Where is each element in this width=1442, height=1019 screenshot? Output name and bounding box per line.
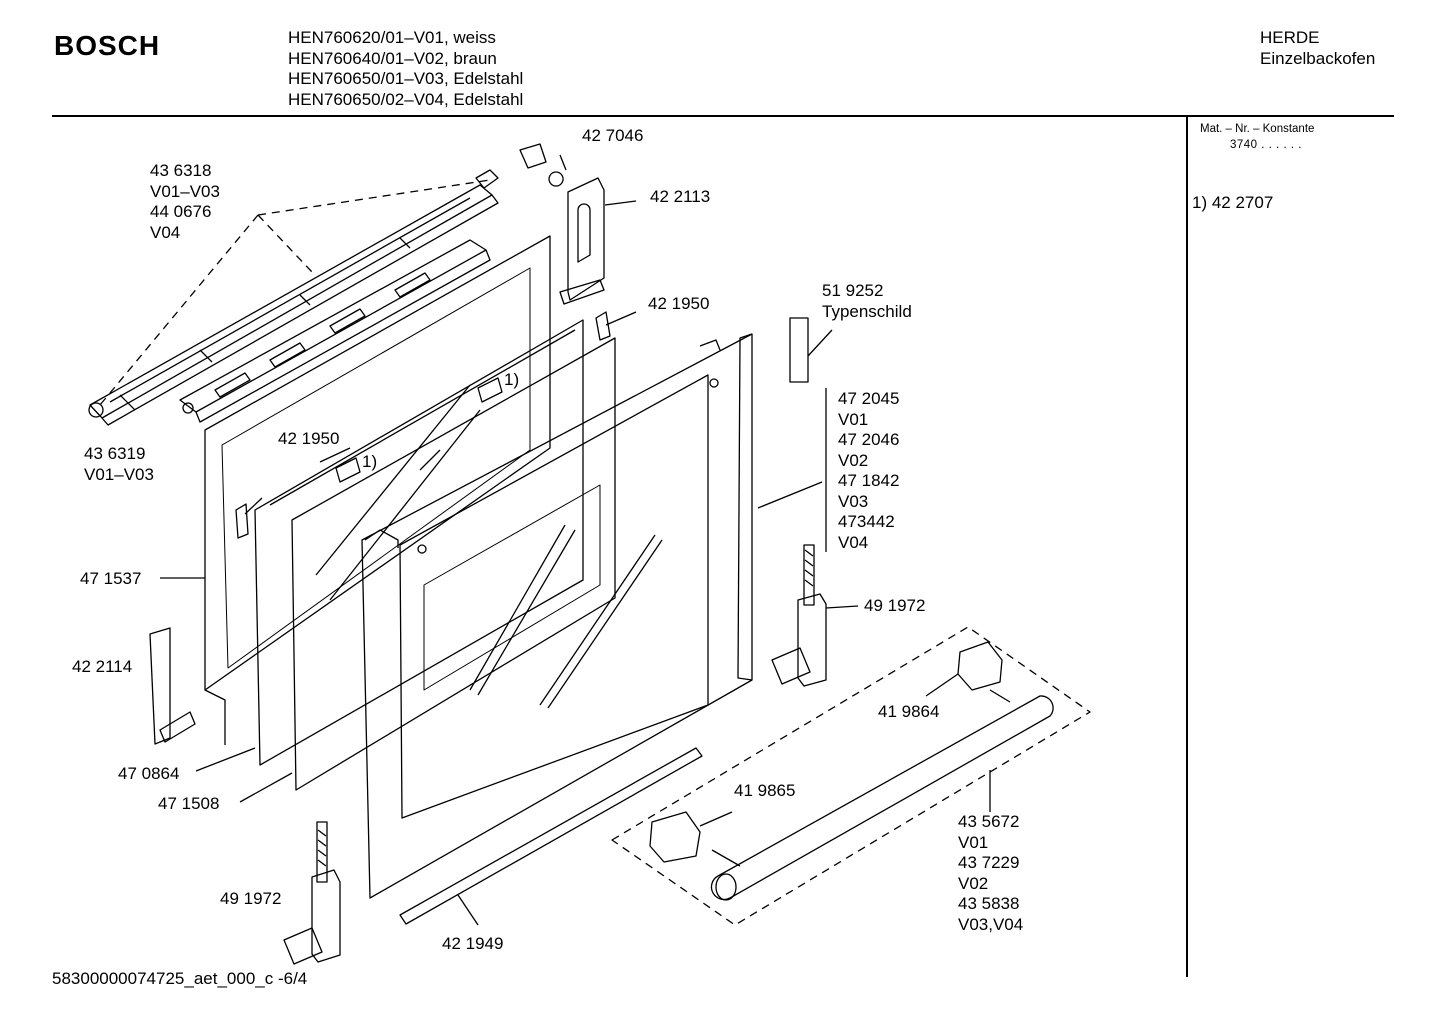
variant: V01–V03	[84, 464, 154, 484]
part-description: Typenschild	[822, 301, 912, 321]
handle-part	[710, 689, 1054, 901]
category-block: HERDE Einzelbackofen	[1260, 28, 1375, 69]
variant: V01–V03	[150, 181, 220, 201]
part-label-519252: 51 9252 Typenschild	[822, 281, 912, 322]
variant: V04	[150, 222, 181, 242]
part-label-470864: 47 0864	[118, 764, 180, 783]
rear-panel-part	[204, 235, 551, 745]
model-line: HEN760640/01–V02, braun	[288, 48, 497, 68]
variant: V01	[958, 832, 989, 852]
part-label-421949: 42 1949	[442, 934, 504, 953]
end-cap-part-419865	[649, 811, 701, 863]
part-number: 473442	[838, 512, 895, 531]
trim-strip-part	[399, 747, 703, 925]
part-label-419864: 41 9864	[878, 702, 940, 721]
top-rail-part	[88, 169, 499, 426]
part-number: 51 9252	[822, 281, 884, 300]
variant: V02	[838, 450, 869, 470]
variant: V03	[838, 491, 869, 511]
part-number: 43 5838	[958, 894, 1020, 913]
end-cap-part-419864	[957, 641, 1003, 691]
part-label-471537: 47 1537	[80, 569, 142, 588]
part-label-422113: 42 2113	[650, 187, 711, 206]
part-label-435672: 43 5672 V01 43 7229 V02 43 5838 V03,V04	[958, 812, 1023, 935]
part-label-421950-mid: 42 1950	[278, 429, 340, 448]
clip-part-427046	[519, 143, 564, 187]
category-line: HERDE	[1260, 28, 1320, 47]
clip-part-421950	[235, 311, 611, 539]
variant: V04	[838, 532, 869, 552]
brand-logo: BOSCH	[54, 30, 161, 61]
part-number: 43 6318	[150, 161, 212, 180]
hinge-part-right	[771, 544, 827, 687]
variant: V02	[958, 873, 989, 893]
part-number: 43 6319	[84, 444, 146, 463]
part-label-436318: 43 6318 V01–V03 44 0676 V04	[150, 161, 220, 243]
part-label-472045: 47 2045 V01 47 2046 V02 47 1842 V03 4734…	[838, 389, 899, 553]
part-label-436319: 43 6319 V01–V03	[84, 444, 154, 485]
side-divider	[1186, 117, 1188, 977]
part-number: 44 0676	[150, 202, 212, 221]
category-line: Einzelbackofen	[1260, 48, 1376, 68]
mat-nr-value: 3740 . . . . . .	[1230, 139, 1302, 151]
part-number: 43 7229	[958, 853, 1020, 872]
part-label-421950-top: 42 1950	[648, 294, 710, 313]
part-number: 47 1842	[838, 471, 900, 490]
model-list: HEN760620/01–V01, weiss HEN760640/01–V02…	[288, 28, 523, 110]
part-label-491972-right: 49 1972	[864, 596, 926, 615]
document-id: 58300000074725_aet_000_c -6/4	[52, 969, 308, 988]
hinge-part-left	[283, 821, 341, 965]
type-plate-part	[789, 317, 809, 383]
footnote: 1) 42 2707	[1192, 193, 1274, 212]
glass-pane-part-470864	[254, 319, 584, 766]
model-line: HEN760650/02–V04, Edelstahl	[288, 89, 524, 109]
part-label-419865: 41 9865	[734, 781, 796, 800]
front-door-part	[361, 333, 753, 899]
footnote-marker: 1)	[362, 452, 378, 471]
part-number: 47 2045	[838, 389, 900, 408]
model-line: HEN760650/01–V03, Edelstahl	[288, 69, 524, 88]
variant: V03,V04	[958, 914, 1024, 934]
part-label-471508: 47 1508	[158, 794, 220, 813]
glass-pane-part-471508	[291, 337, 616, 791]
footnote-marker: 1)	[504, 370, 520, 389]
part-label-491972-left: 49 1972	[220, 889, 282, 908]
mat-nr-title: Mat. – Nr. – Konstante	[1200, 123, 1315, 135]
part-number: 47 2046	[838, 430, 900, 449]
model-line: HEN760620/01–V01, weiss	[288, 28, 496, 47]
side-bracket-part-422114	[149, 627, 196, 745]
side-bracket-part-422113	[559, 177, 605, 305]
header-divider	[52, 115, 1394, 117]
part-label-427046: 42 7046	[582, 126, 644, 145]
variant: V01	[838, 409, 869, 429]
part-label-422114: 42 2114	[72, 657, 133, 676]
vent-rail-part	[179, 239, 491, 423]
part-number: 43 5672	[958, 812, 1020, 831]
